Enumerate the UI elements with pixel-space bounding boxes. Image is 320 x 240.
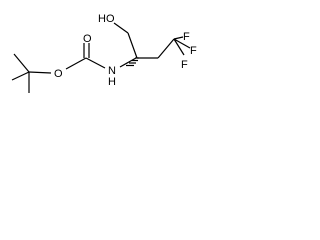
backbone bbox=[113, 22, 175, 68]
bond-ester-o-to-carbonyl-c bbox=[65, 57, 87, 70]
fluorine-bottom-label: F bbox=[181, 59, 188, 71]
trifluoromethyl-group bbox=[173, 36, 191, 56]
amide-hydrogen-label: H bbox=[108, 76, 116, 88]
bond-cf-right bbox=[173, 38, 191, 49]
bond-ch2-to-hydroxyl bbox=[113, 22, 129, 34]
bond-tbu-methyl-2 bbox=[11, 71, 30, 81]
fluorine-right-label: F bbox=[190, 45, 197, 57]
chemical-structure-diagram: O O N H HO F F F bbox=[11, 13, 197, 93]
bond-tbu-methyl-1 bbox=[13, 53, 30, 73]
hydroxyl-label: HO bbox=[98, 13, 115, 25]
bond-ch2-to-cf3 bbox=[157, 38, 175, 59]
ester-oxygen-label: O bbox=[54, 68, 63, 80]
amide-nitrogen-label: N bbox=[108, 65, 116, 77]
carbamate-group bbox=[65, 43, 106, 70]
bond-tbu-to-ester-o bbox=[28, 71, 52, 74]
bond-cf-bottom bbox=[173, 38, 185, 56]
bond-cf-top bbox=[173, 36, 184, 40]
bond-stereocenter-to-ch2oh bbox=[127, 32, 138, 59]
tert-butyl-group bbox=[11, 53, 52, 93]
bond-n-to-stereocenter bbox=[119, 57, 137, 68]
carbonyl-oxygen-label: O bbox=[83, 33, 92, 45]
stereo-hash-bond bbox=[126, 57, 139, 67]
fluorine-top-label: F bbox=[183, 31, 190, 43]
bond-carbonyl-c-to-n bbox=[85, 57, 106, 69]
